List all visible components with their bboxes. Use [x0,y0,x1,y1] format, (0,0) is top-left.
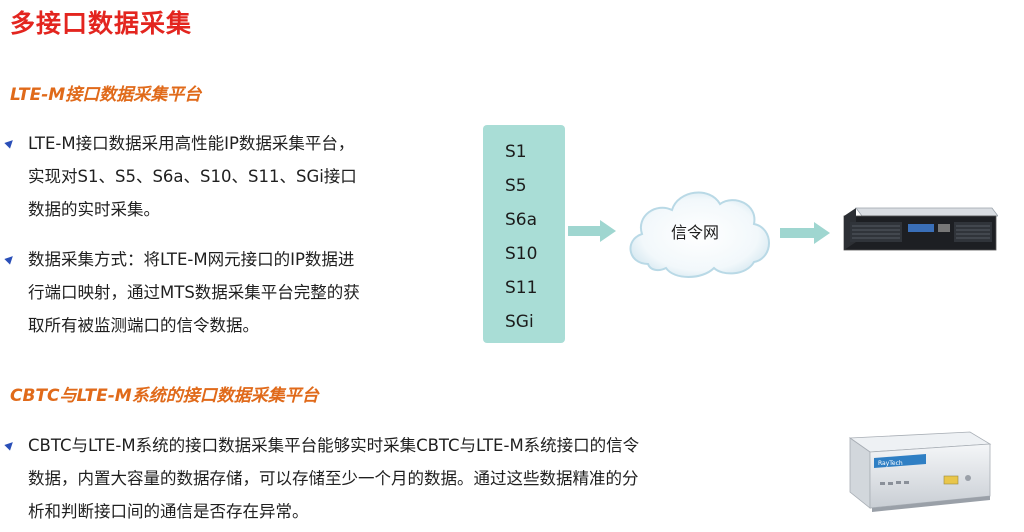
interface-label-s5: S5 [505,176,527,196]
bullet-line: 行端口映射，通过MTS数据采集平台完整的获 [28,283,360,302]
bullet-lte-m-platform: LTE-M接口数据采用高性能IP数据采集平台， 实现对S1、S5、S6a、S10… [4,127,357,226]
bullet-line: 取所有被监测端口的信令数据。 [28,316,259,335]
interface-label-s1: S1 [505,142,527,162]
interface-label-s10: S10 [505,244,538,264]
bullet-marker-icon [4,253,16,265]
capture-appliance-icon: RayTech [848,431,992,512]
network-cloud-icon [629,191,770,278]
bullet-collection-method: 数据采集方式：将LTE-M网元接口的IP数据进 行端口映射，通过MTS数据采集平… [4,243,360,342]
cloud-label: 信令网 [671,223,720,242]
interface-label-s6a: S6a [505,210,538,230]
brand-label: RayTech [878,460,903,467]
section-heading-cbtc: CBTC与LTE-M系统的接口数据采集平台 [10,386,319,406]
bullet-marker-icon [4,439,16,451]
bullet-cbtc-platform: CBTC与LTE-M系统的接口数据采集平台能够实时采集CBTC与LTE-M系统接… [4,429,640,528]
section-heading-lte-m: LTE-M接口数据采集平台 [10,85,202,105]
bullet-line: 析和判断接口间的通信是否存在异常。 [28,502,309,521]
interface-list: S1 S5 S6a S10 S11 SGi [483,125,565,343]
interface-label-sgi: SGi [505,312,534,332]
bullet-line: 实现对S1、S5、S6a、S10、S11、SGi接口 [28,167,357,186]
flow-arrow-icon [568,220,616,242]
page-title: 多接口数据采集 [10,9,193,38]
interface-label-s11: S11 [505,278,538,298]
bullet-line: 数据的实时采集。 [28,200,160,219]
bullet-line: LTE-M接口数据采用高性能IP数据采集平台， [28,134,355,153]
bullet-line: 数据采集方式：将LTE-M网元接口的IP数据进 [28,250,355,269]
bullet-line: 数据，内置大容量的数据存储，可以存储至少一个月的数据。通过这些数据精准的分 [28,469,639,488]
flow-arrow-icon [780,222,830,244]
bullet-marker-icon [4,137,16,149]
rack-server-icon [843,207,998,251]
bullet-line: CBTC与LTE-M系统的接口数据采集平台能够实时采集CBTC与LTE-M系统接… [28,436,640,455]
